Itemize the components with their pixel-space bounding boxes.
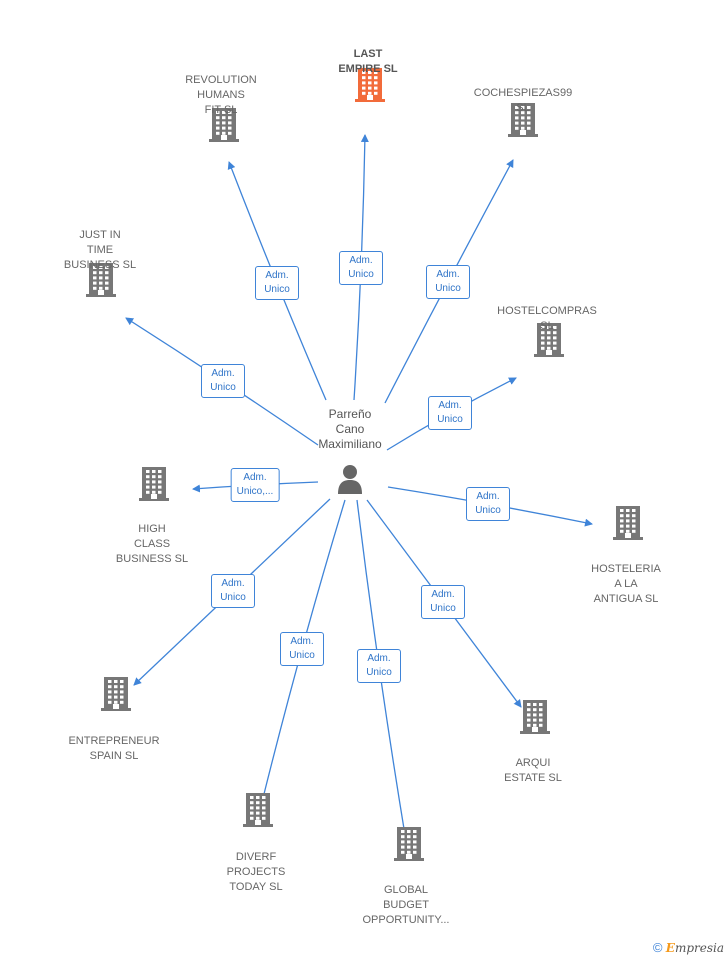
edge-label-entrepreneur[interactable]: Adm. Unico <box>211 574 255 608</box>
company-label-high-class[interactable]: HIGH CLASS BUSINESS SL <box>115 523 189 565</box>
edge-label-hostelcompras[interactable]: Adm. Unico <box>428 396 472 430</box>
building-icon[interactable] <box>394 827 424 866</box>
person-name[interactable]: Parreño Cano Maximiliano <box>318 407 382 451</box>
edge-label-arqui-estate[interactable]: Adm. Unico <box>421 585 465 619</box>
building-icon[interactable] <box>86 263 116 302</box>
company-label-diverf[interactable]: DIVERF PROJECTS TODAY SL <box>226 851 286 893</box>
edge-label-cochespiezas99[interactable]: Adm. Unico <box>426 265 470 299</box>
building-icon[interactable] <box>139 467 169 506</box>
building-icon[interactable] <box>243 793 273 832</box>
company-label-just-in-time[interactable]: JUST IN TIME BUSINESS SL <box>63 229 137 271</box>
building-icon[interactable] <box>355 68 385 107</box>
company-label-last-empire[interactable]: LAST EMPIRE SL <box>338 48 398 75</box>
person-icon[interactable] <box>336 464 364 499</box>
edge-label-hosteleria[interactable]: Adm. Unico <box>466 487 510 521</box>
building-icon[interactable] <box>534 323 564 362</box>
footer: © Empresia <box>653 940 724 955</box>
edge-label-global-budget[interactable]: Adm. Unico <box>357 649 401 683</box>
building-icon[interactable] <box>520 700 550 739</box>
edge-label-just-in-time[interactable]: Adm. Unico <box>201 364 245 398</box>
company-label-entrepreneur[interactable]: ENTREPRENEUR SPAIN SL <box>68 735 160 762</box>
building-icon[interactable] <box>209 108 239 147</box>
building-icon[interactable] <box>101 677 131 716</box>
building-icon[interactable] <box>613 506 643 545</box>
edge-label-diverf[interactable]: Adm. Unico <box>280 632 324 666</box>
company-label-hostelcompras[interactable]: HOSTELCOMPRAS SL <box>497 305 597 332</box>
company-label-global-budget[interactable]: GLOBAL BUDGET OPPORTUNITY... <box>362 884 450 926</box>
building-icon[interactable] <box>508 103 538 142</box>
edge-label-high-class[interactable]: Adm. Unico,... <box>230 468 280 502</box>
brand-logo[interactable]: Empresia <box>665 941 724 955</box>
edge-label-last-empire[interactable]: Adm. Unico <box>339 251 383 285</box>
copyright-icon: © <box>652 940 663 955</box>
company-label-revolution-humans[interactable]: REVOLUTION HUMANS FIT SL <box>185 74 257 116</box>
edge-label-revolution-humans[interactable]: Adm. Unico <box>255 266 299 300</box>
company-label-arqui-estate[interactable]: ARQUI ESTATE SL <box>504 757 562 784</box>
company-label-hosteleria[interactable]: HOSTELERIA A LA ANTIGUA SL <box>591 563 661 605</box>
company-label-cochespiezas99[interactable]: COCHESPIEZAS99 SL <box>473 87 573 114</box>
